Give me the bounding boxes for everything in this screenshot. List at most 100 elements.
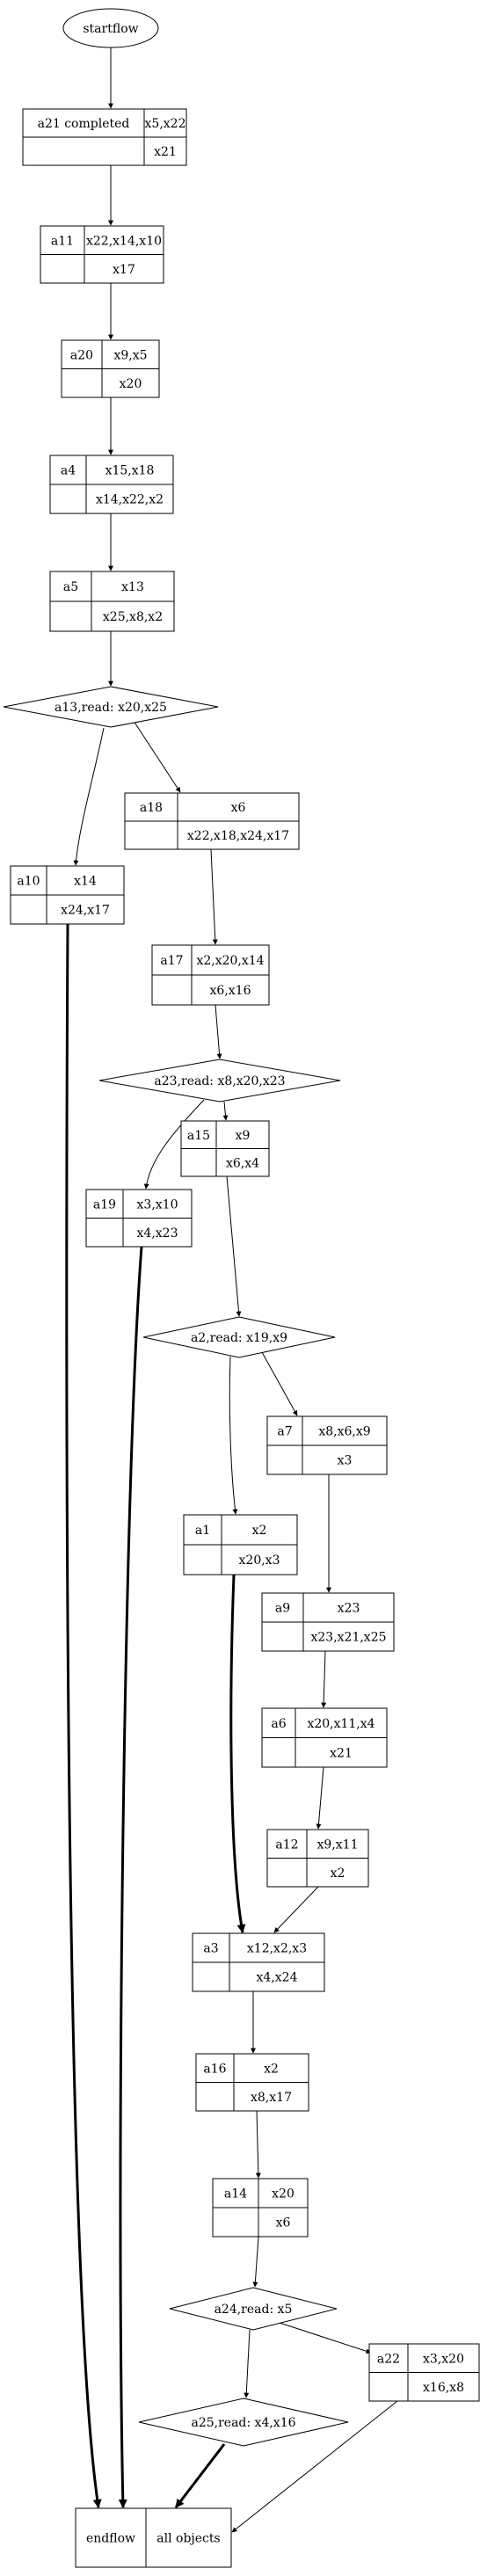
decision-label: a25,read: x4,x16 [191, 2416, 295, 2430]
box-name: a20 [70, 348, 93, 362]
action-box-a10: a10 x14 x24,x17 [10, 865, 125, 925]
box-reads: x2 [331, 1867, 345, 1881]
decision-label: a2,read: x19,x9 [191, 1331, 287, 1345]
box-reads: x16,x8 [423, 2381, 464, 2395]
box-reads: x3 [338, 1454, 353, 1468]
box-writes: x20,x11,x4 [307, 1717, 375, 1731]
box-name: a16 [203, 2062, 226, 2076]
box-writes: x9,x11 [317, 1837, 359, 1852]
decision-label: a24,read: x5 [215, 2303, 293, 2317]
box-reads: x20 [120, 377, 142, 391]
start-node: startflow [62, 8, 159, 48]
box-name: a18 [140, 801, 163, 815]
action-box-a12: a12 x9,x11 x2 [266, 1829, 369, 1888]
edge-a17-to-a23 [215, 1004, 222, 1059]
box-reads: x14,x22,x2 [96, 493, 164, 507]
action-box-a19: a19 x3,x10 x4,x23 [85, 1189, 193, 1248]
box-reads: x21 [330, 1746, 353, 1760]
box-reads: x4,x23 [137, 1226, 178, 1241]
box-name: a9 [275, 1602, 290, 1616]
box-reads: x17 [113, 263, 135, 277]
decision-a25: a25,read: x4,x16 [138, 2398, 349, 2447]
box-name: a12 [275, 1837, 298, 1852]
start-ellipse [62, 8, 159, 48]
edge-a13-to-a10 [73, 727, 105, 866]
box-reads: x6,x16 [210, 984, 251, 998]
box-writes: x2 [264, 2062, 279, 2076]
action-box-a7: a7 x8,x6,x9 x3 [266, 1415, 388, 1475]
edge-a2-to-a7 [261, 1351, 298, 1416]
box-reads: x22,x18,x24,x17 [187, 829, 289, 843]
box-writes: x6 [231, 801, 246, 815]
box-writes: x3,x10 [137, 1197, 178, 1212]
box-writes: x8,x6,x9 [318, 1425, 370, 1439]
edge-a15-to-a2 [226, 1175, 242, 1317]
box-name: a11 [51, 234, 74, 248]
action-box-a15: a15 x9 x6,x4 [180, 1120, 270, 1177]
box-reads: x25,x8,x2 [103, 610, 163, 624]
box-writes: x20 [272, 2187, 295, 2201]
action-box-a16: a16 x2 x8,x17 [195, 2053, 309, 2112]
edge-a16-to-a14 [255, 2110, 261, 2179]
box-name: a10 [17, 875, 40, 889]
edge-a19-to-end [118, 1246, 143, 2508]
decision-diamond [169, 2287, 338, 2331]
box-writes: x2 [252, 1524, 267, 1538]
box-reads: x24,x17 [61, 904, 110, 918]
decision-a24: a24,read: x5 [169, 2287, 338, 2331]
decision-label: a23,read: x8,x20,x23 [154, 1074, 285, 1088]
decision-diamond [142, 1316, 336, 1358]
edge-a14-to-a24 [252, 2236, 259, 2288]
edge-a24-to-a22 [279, 2322, 372, 2354]
decision-a13: a13,read: x20,x25 [3, 686, 219, 728]
box-name: a3 [203, 1942, 218, 1956]
box-name: a7 [277, 1425, 292, 1439]
box-name: a21 completed [38, 117, 130, 131]
box-writes: x5,x22 [145, 117, 186, 131]
box-writes: x14 [74, 875, 97, 889]
action-box-a3: a3 x12,x2,x3 x4,x24 [192, 1932, 325, 1992]
box-reads: x6 [276, 2216, 291, 2230]
end-label: endflow [86, 2532, 135, 2546]
box-writes: x22,x14,x10 [86, 234, 162, 248]
box-writes: x12,x2,x3 [247, 1942, 307, 1956]
decision-label: a13,read: x20,x25 [55, 701, 167, 715]
box-reads: x21 [154, 145, 177, 159]
action-box-a20: a20 x9,x5 x20 [61, 339, 160, 398]
box-writes: x2,x20,x14 [196, 954, 264, 968]
decision-diamond [3, 686, 219, 728]
box-writes: x3,x20 [423, 2352, 464, 2366]
box-reads: x4,x24 [257, 1971, 298, 1985]
box-reads: x6,x4 [226, 1156, 259, 1170]
decision-a23: a23,read: x8,x20,x23 [98, 1059, 341, 1102]
edge-a23-to-a15 [222, 1101, 229, 1121]
edge-a9-to-a6 [321, 1650, 327, 1708]
start-label: startflow [83, 22, 138, 36]
box-reads: x23,x21,x25 [310, 1631, 386, 1645]
box-name: a15 [187, 1129, 210, 1143]
edge-a6-to-a12 [316, 1766, 324, 1830]
box-name: a14 [224, 2187, 247, 2201]
box-name: a22 [377, 2352, 400, 2366]
box-writes: x9,x5 [113, 348, 147, 362]
box-name: a19 [93, 1197, 116, 1212]
decision-diamond [138, 2398, 349, 2447]
action-box-a21: a21 completed x5,x22 x21 [22, 108, 187, 166]
edge-a18-to-a17 [210, 848, 218, 945]
box-writes: x9 [236, 1129, 251, 1143]
end-node: endflow all objects [75, 2507, 232, 2568]
edge-a2-to-a1 [229, 1356, 238, 1515]
box-writes: x13 [121, 580, 144, 594]
box-reads: x8,x17 [251, 2091, 292, 2105]
box-name: a1 [195, 1524, 210, 1538]
box-name: a6 [271, 1717, 286, 1731]
edge-a10-to-end [65, 923, 102, 2508]
end-objects-label: all objects [156, 2532, 220, 2546]
decision-a2: a2,read: x19,x9 [142, 1316, 336, 1358]
